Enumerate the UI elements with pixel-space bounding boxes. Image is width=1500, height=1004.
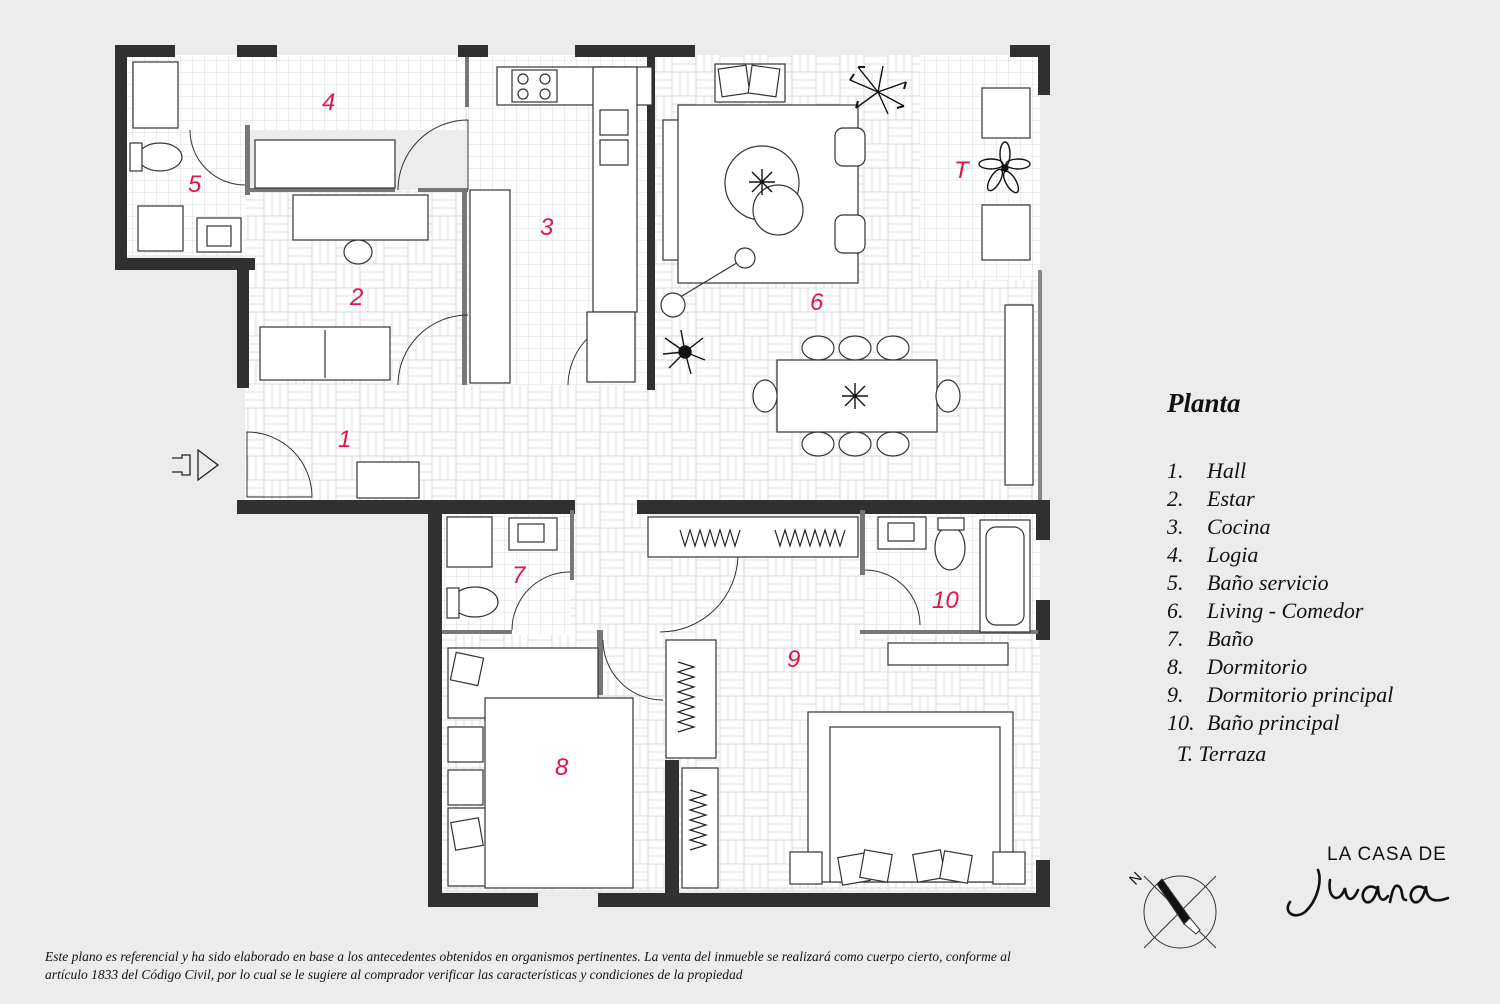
- legend-item-number: 6.: [1167, 598, 1184, 623]
- disclaimer-text: Este plano es referencial y ha sido elab…: [45, 949, 1011, 982]
- legend-item-number: 4.: [1167, 542, 1184, 567]
- brand-signature: [1286, 868, 1450, 917]
- legend-item-label: Baño servicio: [1207, 570, 1329, 595]
- room-number-5: 5: [188, 171, 202, 198]
- room-number-8: 8: [555, 754, 569, 781]
- legend-item: 10. Baño principal: [1167, 709, 1393, 737]
- legend-item-number: 7.: [1167, 626, 1184, 651]
- legend-item-number: 5.: [1167, 570, 1184, 595]
- legend-item: 5. Baño servicio: [1167, 569, 1393, 597]
- compass-north-label: N: [1126, 869, 1146, 889]
- legend-item-number: 9.: [1167, 682, 1184, 707]
- walls: [115, 45, 1050, 907]
- room-number-7: 7: [512, 562, 527, 589]
- room-number-9: 9: [787, 646, 800, 673]
- legend-item: 3. Cocina: [1167, 513, 1393, 541]
- legend-title: Planta: [1167, 388, 1241, 418]
- legend-list: 1. Hall 2. Estar 3. Cocina 4. Logia 5. Baño s…: [1167, 457, 1393, 737]
- room-number-3: 3: [540, 214, 554, 241]
- furniture: [129, 61, 1034, 889]
- legend-item: 6. Living - Comedor: [1167, 597, 1393, 625]
- plants: [662, 65, 1031, 409]
- legend-item-label: Baño principal: [1207, 710, 1340, 735]
- legend-item-label: Living - Comedor: [1207, 598, 1364, 623]
- legend-item-label: Cocina: [1207, 514, 1271, 539]
- closet-hangers: [675, 527, 846, 851]
- entrance-arrow-icon: [172, 448, 220, 482]
- room-number-4: 4: [322, 89, 335, 116]
- legend-item: 8. Dormitorio: [1167, 653, 1393, 681]
- legend-item: 7. Baño: [1167, 625, 1393, 653]
- legend-item-label: Logia: [1207, 542, 1259, 567]
- legend-item-label: Dormitorio: [1207, 654, 1308, 679]
- legend-item-number: 3.: [1167, 514, 1184, 539]
- room-number-1: 1: [338, 426, 351, 453]
- legend-item: 2. Estar: [1167, 485, 1393, 513]
- legend-item-number: 1.: [1167, 458, 1184, 483]
- legend-item-label: Baño: [1207, 626, 1254, 651]
- room-numbers: 4 5 2 3 6 T 1 7 10 9 8: [188, 89, 971, 781]
- legend-item-number: 2.: [1167, 486, 1184, 511]
- legend-item-label: Estar: [1207, 486, 1255, 511]
- legend-item: 1. Hall: [1167, 457, 1393, 485]
- legend-item-number: 8.: [1167, 654, 1184, 679]
- legend-item-label: Hall: [1207, 458, 1247, 483]
- brand-name: LA CASA DE: [1327, 844, 1447, 865]
- legend-item: 9. Dormitorio principal: [1167, 681, 1393, 709]
- room-number-6: 6: [810, 289, 824, 316]
- room-number-t: T: [954, 157, 971, 184]
- compass-icon: [1143, 875, 1217, 949]
- legend-item: 4. Logia: [1167, 541, 1393, 569]
- legend-item-number: 10.: [1167, 710, 1195, 735]
- legend-item-label: Dormitorio principal: [1207, 682, 1394, 707]
- room-number-10: 10: [932, 587, 959, 614]
- legend-terrace: T. Terraza: [1177, 741, 1267, 766]
- legend: Planta 1. Hall 2. Estar 3. Cocina 4. Logia 5…: [1167, 388, 1393, 767]
- room-number-2: 2: [349, 284, 363, 311]
